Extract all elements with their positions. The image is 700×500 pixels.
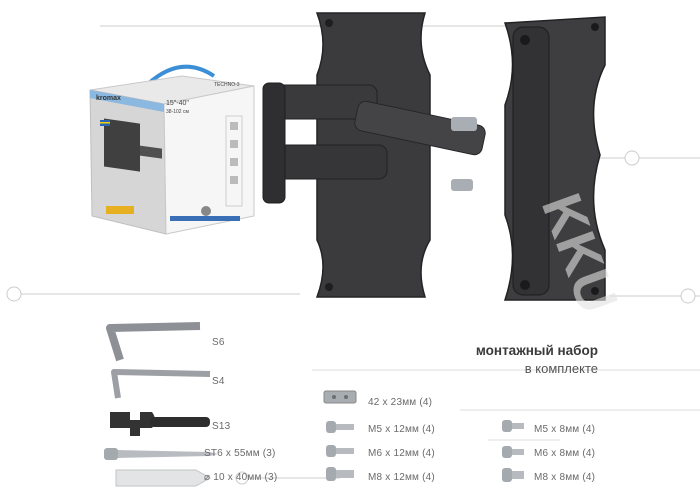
bolt-m8-icon (326, 467, 336, 481)
tool-label-s6: S6 (212, 337, 225, 348)
spacer-plate-icon (323, 390, 357, 404)
box-brand: kromax (96, 95, 121, 102)
dowel-icon (115, 469, 212, 487)
guide-circle-left (6, 286, 22, 302)
dowel-label: ⌀ 10 x 40мм (3) (204, 472, 278, 483)
hardware-label-m6-12: M6 x 12мм (4) (368, 448, 435, 459)
right-hardware-illustration (502, 420, 524, 482)
guide-circle-bottom (235, 471, 249, 485)
hardware-label-spacer: 42 x 23мм (4) (368, 397, 433, 408)
hex-key-s4-icon (111, 369, 211, 399)
bolt-m5-icon (326, 421, 336, 433)
arm-bolt (451, 117, 477, 131)
hardware-label-m5-12: M5 x 12мм (4) (368, 424, 435, 435)
box-bracket-image (104, 118, 140, 172)
box-size-cm: 38-102 см (166, 109, 189, 115)
bolt-m8-short-icon (502, 468, 512, 482)
screw-shaft-icon (118, 450, 218, 458)
wall-bracket-illustration (262, 12, 606, 301)
box-yellow-label (106, 206, 134, 214)
kit-title: монтажный набор (475, 343, 598, 358)
wrench-handle-icon (150, 417, 210, 427)
box-arm-image (140, 145, 162, 159)
arm-bolt-lower (451, 179, 473, 191)
wall-plate-hole (325, 283, 333, 291)
screw-head-icon (104, 448, 118, 460)
hardware-label-m8-12: M8 x 12мм (4) (368, 472, 435, 483)
hardware-label-m5-8: M5 x 8мм (4) (534, 424, 596, 435)
hardware-label-m8-8: M8 x 8мм (4) (534, 472, 596, 483)
box-size-range: 15"-40" (166, 100, 189, 107)
hex-key-s6-icon (106, 322, 201, 362)
box-band (90, 90, 164, 112)
tools-illustration (104, 322, 218, 487)
tv-plate-rail (512, 26, 550, 296)
hardware-label-m6-8: M6 x 8мм (4) (534, 448, 596, 459)
box-handle (146, 64, 216, 86)
bolt-m5-short-icon (502, 420, 512, 432)
guide-circle-right (624, 150, 640, 166)
screw-label-st6: ST6 x 55мм (3) (204, 448, 276, 459)
product-box-illustration (89, 64, 255, 235)
tool-label-s4: S4 (212, 376, 225, 387)
kit-subtitle: в комплекте (524, 361, 598, 376)
arm-hinge (262, 82, 286, 204)
bolt-m6-icon (326, 445, 336, 457)
bolt-m6-short-icon (502, 446, 512, 458)
wrench-head-icon (110, 412, 155, 436)
guide-circle-right-lower (680, 288, 696, 304)
center-hardware-illustration (323, 390, 357, 481)
wall-plate-hole (325, 19, 333, 27)
arm-middle (354, 100, 486, 156)
box-model: TECHNO-3 (214, 82, 240, 88)
tool-label-s13: S13 (212, 421, 231, 432)
